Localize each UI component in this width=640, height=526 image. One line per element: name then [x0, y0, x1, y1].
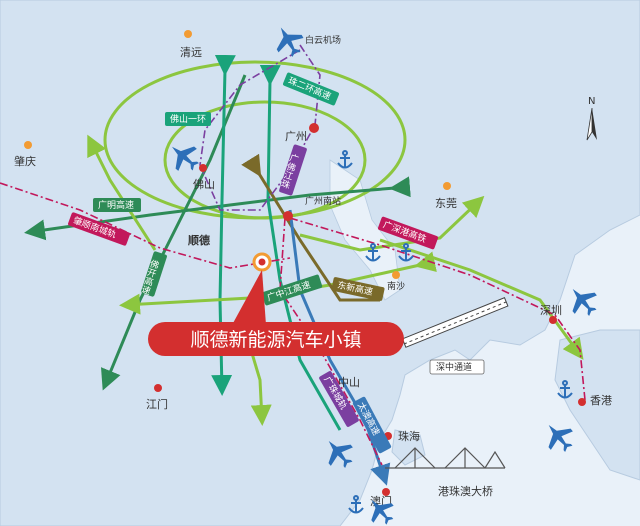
airplane-icons: [171, 27, 597, 525]
badge-shenzhong-text: 深中通道: [436, 361, 472, 373]
label-nansha: 南沙: [387, 280, 405, 292]
shenzhong-tunnel-pattern: [403, 301, 507, 345]
road-taiao: [288, 209, 391, 486]
qingyuan-dot: [184, 30, 192, 38]
label-qingyuan: 清远: [180, 46, 202, 59]
label-shunde: 顺德: [188, 233, 210, 247]
road-ne-lime: [299, 195, 485, 252]
north-arrow-icon: N: [586, 96, 597, 141]
badge-shenzhong: [429, 359, 485, 375]
highlight-banner: [148, 322, 404, 356]
rail-zhaoshun: [0, 182, 291, 269]
land-east: [554, 329, 640, 481]
badge-guangzhu: [319, 371, 359, 427]
gz-south-dot: [283, 211, 293, 221]
label-shenzhen: 深圳: [540, 304, 562, 317]
label-dongguan: 东莞: [435, 197, 457, 210]
badge-ring2: [283, 72, 339, 106]
airplane-icon: [548, 424, 573, 452]
badge-guangming: [93, 198, 141, 212]
airplane-icon: [171, 146, 199, 171]
road-shenzhen-lime: [379, 238, 584, 360]
rail-airport: [199, 44, 321, 211]
hzmb-bridge-icon: [385, 447, 506, 469]
shenzhen-dot: [549, 316, 557, 324]
label-hongkong: 香港: [590, 394, 612, 407]
anchor-icon: [398, 243, 414, 262]
label-hzmb: 港珠澳大桥: [438, 484, 493, 498]
macau-dot: [382, 488, 390, 496]
label-baiyun-airport: 白云机场: [305, 34, 341, 46]
dongguan-dot: [443, 182, 451, 190]
anchor-icon: [348, 495, 364, 514]
jiangmen-dot: [154, 384, 162, 392]
nansha-dot: [392, 271, 400, 279]
badge-guangming-text: 广明高速: [98, 199, 134, 211]
north-label: N: [588, 96, 595, 107]
shunde-target-core: [258, 258, 266, 266]
badge-taiao: [352, 396, 392, 454]
label-gz-south-station: 广州南站: [305, 195, 341, 207]
zhaoqing-dot: [24, 141, 32, 149]
label-zhuhai: 珠海: [398, 429, 420, 443]
airplane-icon: [328, 440, 353, 468]
label-zhongshan: 中山: [338, 376, 360, 389]
callout-pointer: [232, 270, 266, 325]
badge-guangshengang: [377, 216, 439, 250]
port-icons: [337, 150, 573, 514]
highlight-banner-text: 顺德新能源汽车小镇: [190, 329, 361, 351]
badge-zhaoshun: [68, 212, 130, 246]
badge-guangzhongjiang: [261, 274, 323, 306]
anchor-icon: [557, 380, 573, 399]
label-foshan: 佛山: [193, 178, 215, 191]
badge-fokai: [141, 251, 167, 297]
badge-dongxin: [331, 277, 385, 301]
road-ring-west: [87, 134, 157, 251]
label-guangzhou: 广州: [285, 130, 307, 143]
anchor-icon: [365, 243, 381, 262]
road-dongxin: [241, 153, 380, 302]
rail-guangshengang: [289, 217, 586, 401]
airplane-icon: [371, 499, 394, 525]
airplane-icon: [572, 288, 597, 316]
badge-guangfo-jiangzhu: [279, 144, 307, 196]
badge-foshan-ring1-text: 佛山一环: [170, 113, 206, 125]
badge-foshan-ring1: [165, 112, 211, 126]
airplane-icon: [276, 27, 304, 57]
foshan-dot: [199, 164, 207, 172]
hongkong-dot: [578, 398, 586, 406]
guangzhou-dot: [309, 123, 319, 133]
label-zhaoqing: 肇庆: [14, 154, 36, 168]
label-jiangmen: 江门: [146, 397, 168, 411]
anchor-icon: [337, 150, 353, 169]
